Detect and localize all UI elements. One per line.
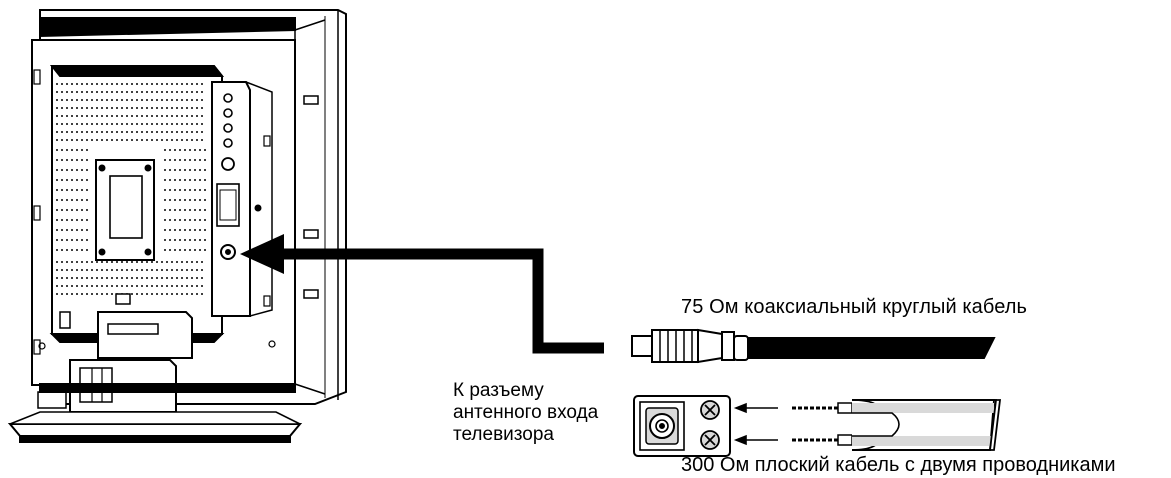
vent-grille-top	[56, 83, 206, 141]
connector-panel	[211, 81, 273, 317]
antenna-input-label-line1: К разъему	[453, 380, 544, 401]
terminal-arrows	[733, 402, 778, 446]
antenna-input-label-line2: антенного входа	[453, 402, 599, 423]
coaxial-cable	[631, 328, 996, 364]
vent-grille-side	[56, 149, 206, 251]
flat-cable-label: 300 Ом плоский кабель с двумя проводника…	[681, 454, 1116, 476]
connection-arrow	[240, 234, 604, 354]
vent-grille-bottom	[56, 261, 206, 295]
antenna-adapter	[633, 395, 731, 457]
antenna-input-label: К разъему антенного входа телевизора	[453, 380, 598, 446]
antenna-input-jack	[220, 244, 236, 260]
tv-back-illustration	[7, 9, 347, 443]
coax-cable-label: 75 Ом коаксиальный круглый кабель	[681, 296, 1028, 318]
antenna-input-label-line3: телевизора	[453, 424, 554, 445]
flat-twin-lead-cable	[792, 399, 1002, 451]
